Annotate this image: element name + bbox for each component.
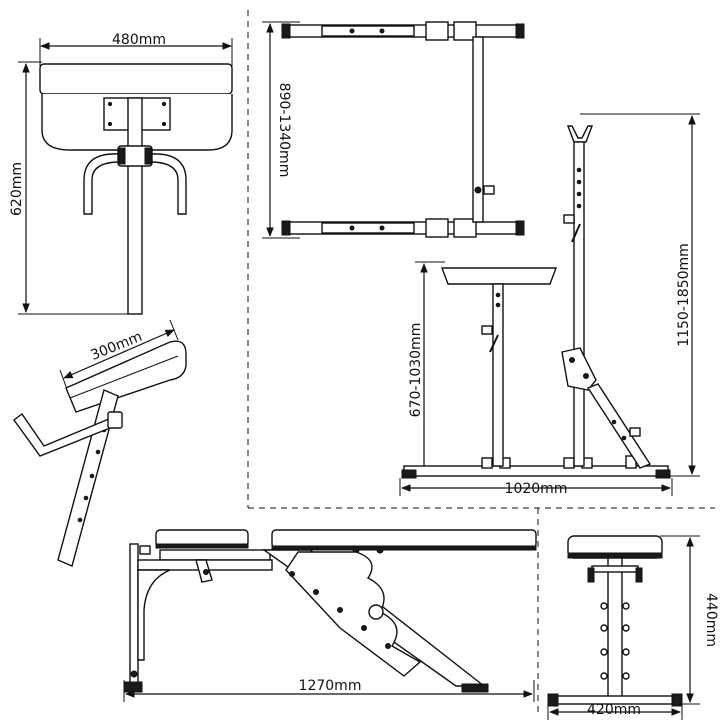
bench-front-view: 440mm 420mm (547, 535, 719, 720)
rack-top-view: 890-1340mm (262, 21, 525, 239)
bench-width-label: 420mm (587, 702, 641, 718)
tall-height-label: 1150-1850mm (676, 243, 692, 347)
rack-side-view: 1150-1850mm 670-1030mm 1020mm (399, 113, 700, 497)
bench-height-label: 440mm (703, 593, 719, 647)
short-height-label: 670-1030mm (408, 323, 424, 418)
pad-height-label: 620mm (9, 162, 25, 216)
pad-width-label: 480mm (112, 32, 166, 48)
preacher-pad-view: 300mm (13, 319, 187, 567)
rack-width-label: 890-1340mm (276, 83, 292, 178)
base-depth-label: 1020mm (505, 481, 568, 497)
bench-side-view: 1270mm (123, 529, 537, 702)
section-dividers (247, 10, 715, 715)
pad-front-view: 480mm 620mm (9, 32, 233, 315)
bench-length-label: 1270mm (299, 678, 362, 694)
